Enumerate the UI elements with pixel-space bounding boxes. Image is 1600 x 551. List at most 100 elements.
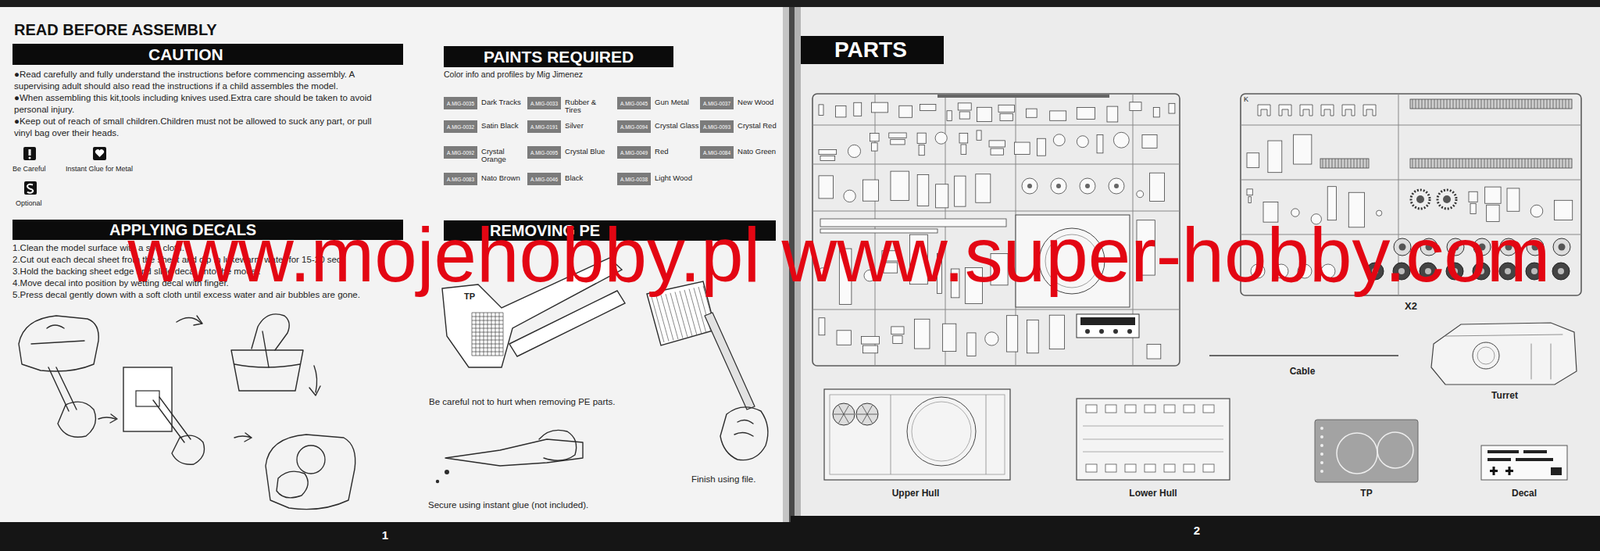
decal-sheet-sketch [123,367,172,432]
paint-name: Crystal Blue [564,147,614,156]
tweezers-sketch [48,367,77,411]
track-link [1503,158,1504,168]
pe-caption: Be careful not to hurt when removing PE … [428,396,615,408]
glue-bottle-sketch [445,439,583,466]
track-link [1428,99,1429,109]
track-link [1434,158,1436,168]
track-link [1562,158,1564,168]
paint-chip: A.MIG-0191Silver [527,120,561,133]
track-link [1500,99,1501,109]
track-link [1484,158,1486,168]
wheel-hub [1085,183,1090,189]
track-link [1537,158,1539,168]
paint-credit: Color info and profiles by Mig Jimenez [443,69,583,80]
sprue-part [1246,153,1260,168]
track-link [1528,158,1529,168]
track-link [1332,158,1333,168]
track-link [1425,99,1426,109]
track-link [1565,158,1567,168]
sprue-part [1293,134,1312,165]
paint-code: A.MIG-0035 [446,100,475,107]
track-link [1512,158,1514,168]
hand-sketch [251,314,290,350]
section-heading: CAUTION [148,45,224,64]
track-link [1525,158,1526,168]
suspension-detail [1203,404,1215,413]
sprue-part [946,110,952,122]
sprue-part [954,175,966,207]
track-link [1344,158,1346,168]
sprue-part [847,144,861,158]
track-link [1550,158,1551,168]
suspension-detail [1164,404,1175,413]
sprue-part [871,102,889,113]
page-number: 1 [382,528,389,543]
turret-hatch [1477,346,1495,365]
sprue-part [1129,102,1142,111]
sprue-part [942,323,957,351]
road-wheel-hub [1557,267,1565,275]
track-link [1546,99,1548,109]
mesh-line [479,312,481,356]
track-guide-part [1278,104,1292,116]
decal-cross [1492,466,1496,475]
sprue-part [820,155,836,161]
sprue-part [935,132,947,144]
decal-marking [1487,450,1519,454]
photo-etch-hole [1320,426,1324,430]
mesh-line [471,351,504,353]
track-link [1528,99,1529,109]
wheel-hub [1027,183,1033,189]
paint-code: A.MIG-0038 [620,176,648,183]
mesh-line [660,294,674,340]
track-link [1556,99,1558,109]
wheel-part [1108,178,1125,194]
fan-blade [862,414,868,423]
track-link [1537,99,1539,109]
sprocket-part [1410,189,1430,209]
sprue-part [917,132,926,143]
track-link [1478,99,1479,109]
photo-etch-part [1336,432,1378,474]
track-link [1475,99,1476,109]
paint-code: A.MIG-0191 [530,124,558,130]
wheel-hub [1056,183,1061,189]
track-link [1540,99,1542,109]
track-link [1421,158,1423,168]
sprue-part [870,132,880,141]
track-link [1475,158,1476,168]
track-link [1518,158,1520,168]
track-link [1490,158,1492,168]
track-link [1453,99,1454,109]
paint-name: Dark Tracks [481,98,530,107]
bottom-edge [0,521,791,551]
caution-note: ●Read carefully and fully understand the… [14,68,390,92]
track-link [1468,158,1470,168]
paint-name: Crystal Red [737,121,786,130]
track-link [1565,99,1567,109]
track-link [1450,158,1451,168]
paint-code: A.MIG-0095 [530,150,558,156]
sprue-part [860,335,879,344]
water-line-sketch [234,364,300,368]
sprue-part [1014,142,1031,154]
track-link [1443,99,1445,109]
sprue-part [891,326,904,335]
track-link [1568,158,1570,168]
icon-caption: Be Careful [12,164,47,174]
sprue-part [1050,110,1067,121]
paint-chip: A.MIG-0046Black [527,172,561,186]
track-link [1487,158,1489,168]
sprue-part [1049,314,1065,349]
mesh-line [471,324,504,325]
hull-panel-line [985,394,987,475]
part-name: Decal [1511,487,1537,499]
mesh-line [675,292,688,338]
paint-chip: A.MIG-0037New Wood [700,96,734,110]
track-guide-part [1257,104,1271,116]
paint-chip: A.MIG-0038Light Wood [617,172,651,186]
decal-marking [1487,457,1511,461]
track-link [1459,99,1461,109]
sprue-part [1107,106,1118,122]
